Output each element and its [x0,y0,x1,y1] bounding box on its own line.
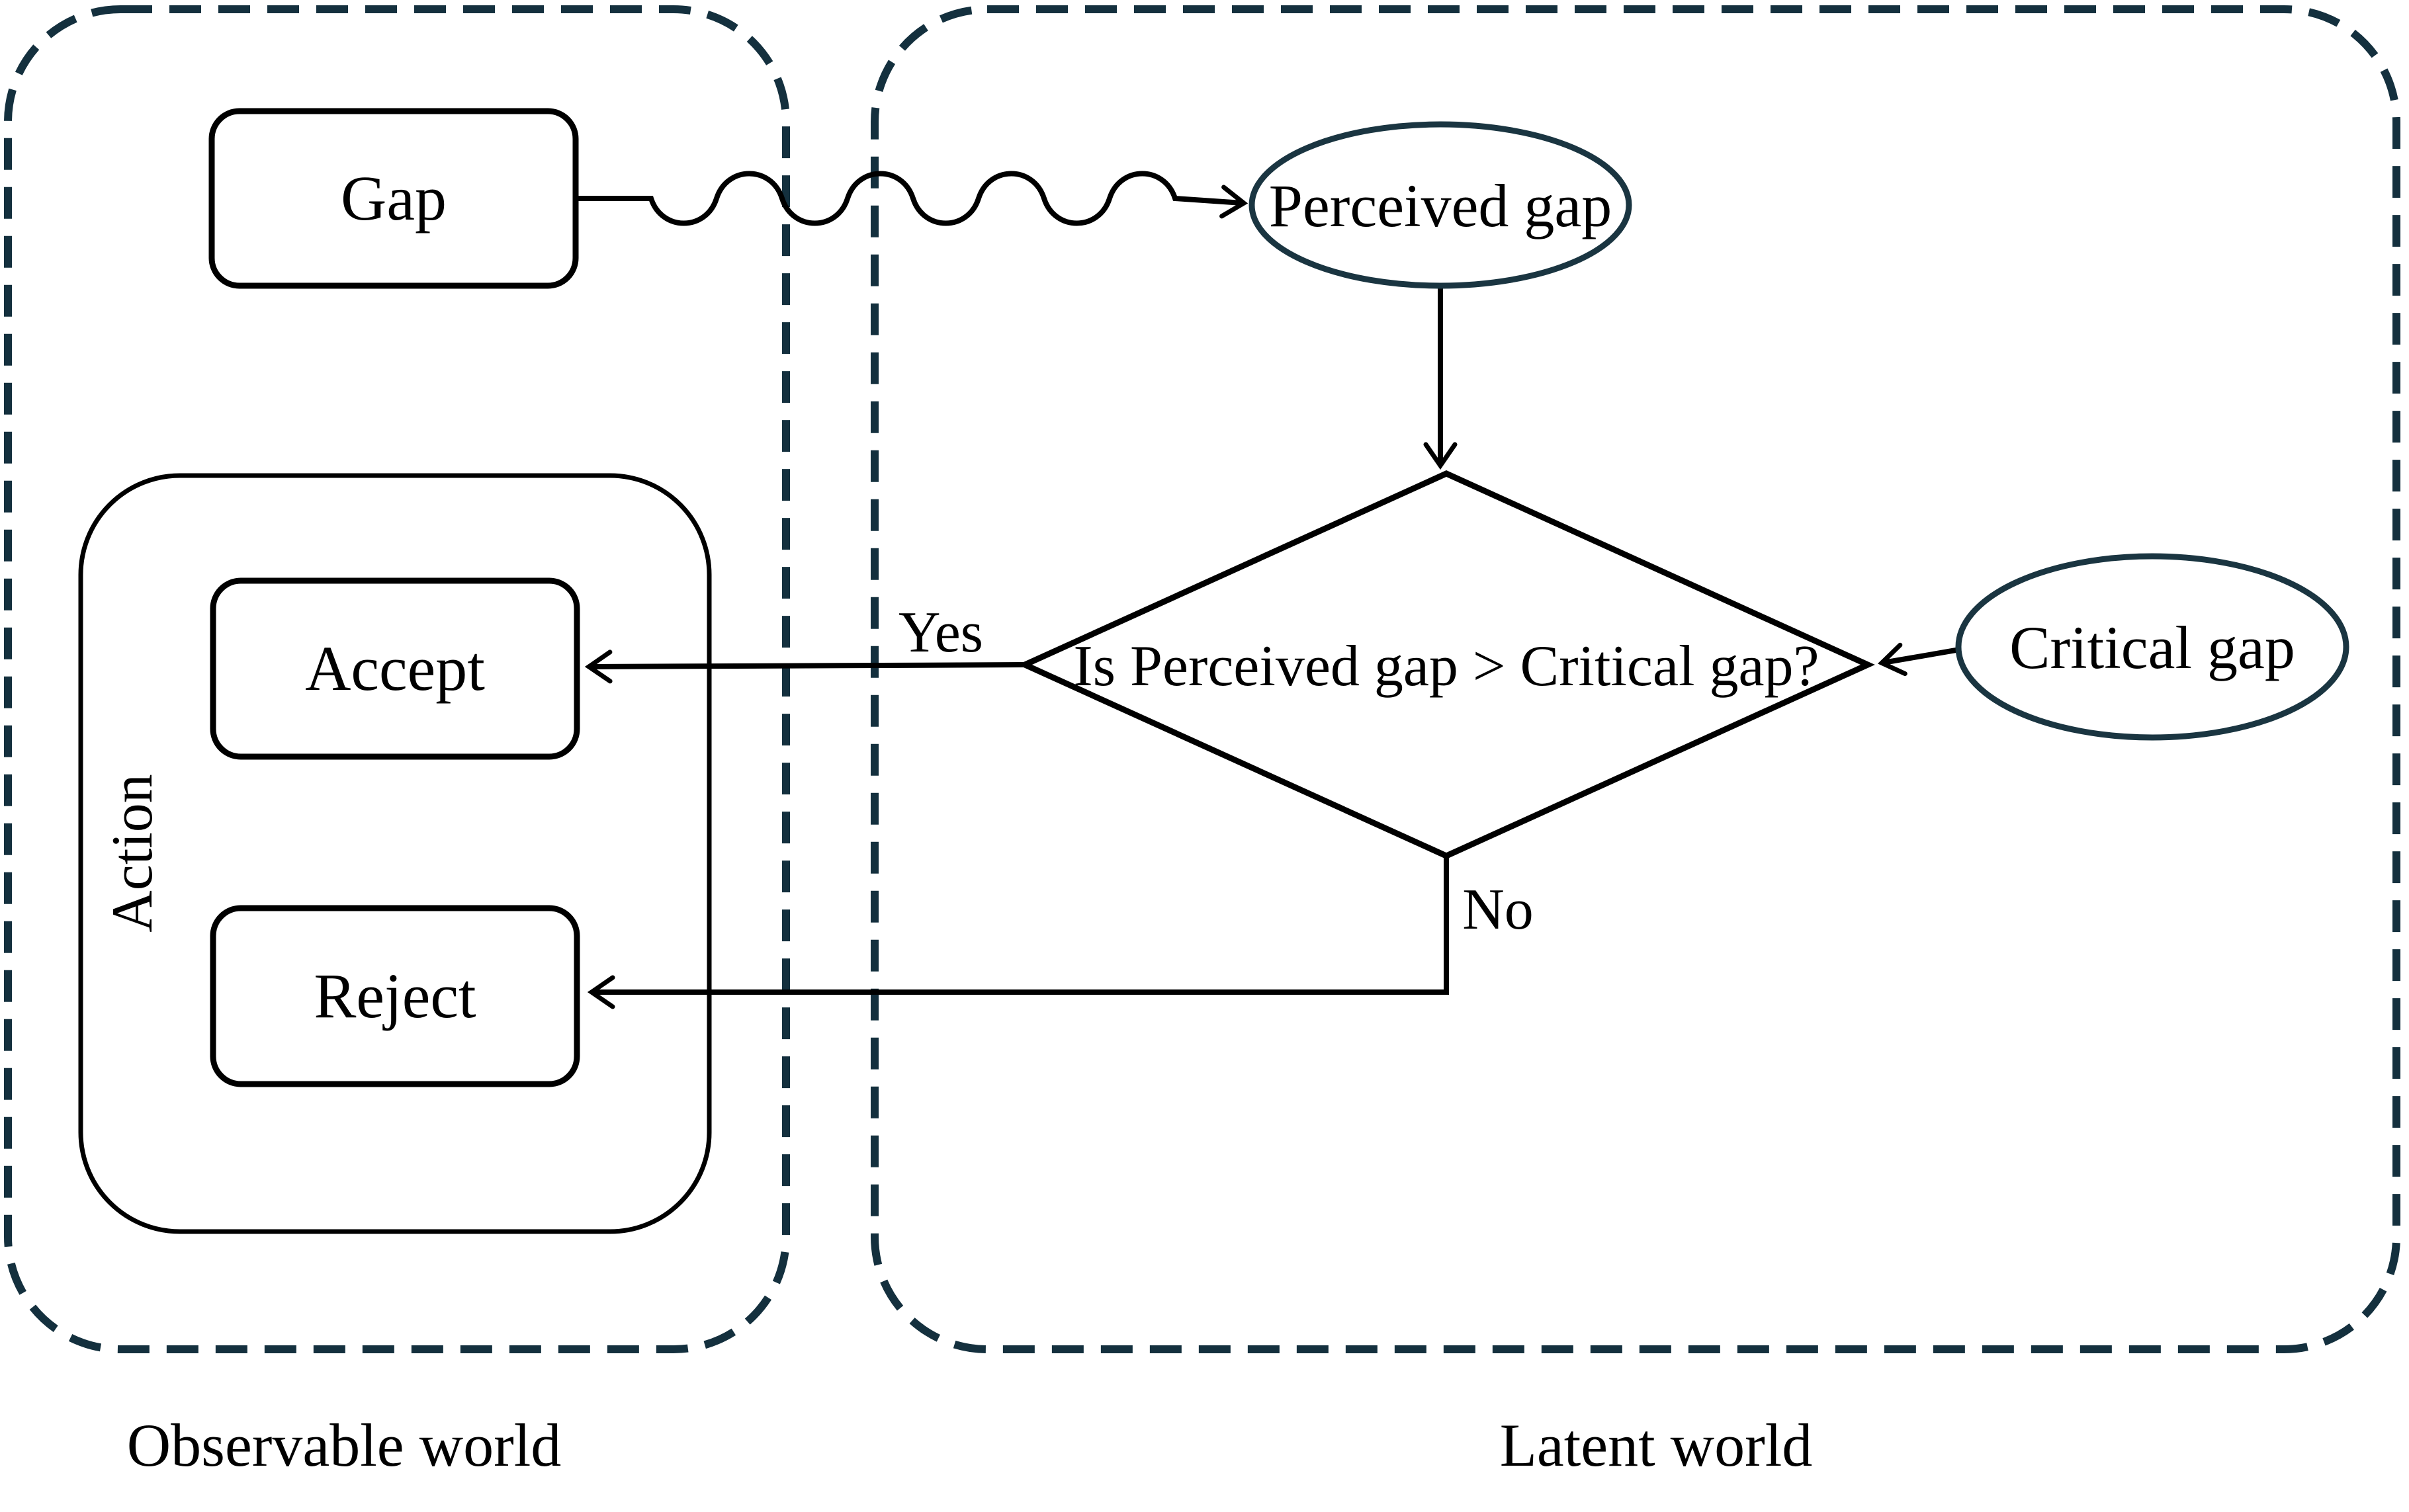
perceived-gap-node [1248,121,1632,289]
reject-node [210,905,580,1087]
critical-gap-node [1955,553,2349,741]
decision-diamond-label: Is Perceived gap > Critical gap? [1073,634,1819,698]
edge-decision-to-reject-arrow [587,856,1449,1009]
accept-node-label: Accept [305,633,485,704]
critical-gap-node-label: Critical gap [2009,614,2295,681]
no-edge-label: No [1462,878,1534,942]
perceived-gap-node-label: Perceived gap [1269,172,1612,239]
action-group-label: Action [101,774,165,933]
gap-node [208,108,579,289]
edge-decision-to-accept-arrow [584,650,1026,684]
latent-world-caption: Latent world [1500,1411,1813,1479]
yes-edge-label: Yes [898,601,983,665]
gap-node-label: Gap [341,163,447,233]
latent-world-region [871,5,2400,1353]
observable-world-caption: Observable world [127,1411,562,1479]
edge-critical-to-decision-arrow [1877,642,1960,677]
accept-node [210,577,580,760]
decision-diamond [1018,470,1875,859]
observable-world-region [4,5,790,1353]
edge-gap-to-perceived-wavy-arrow [576,171,1248,226]
reject-node-label: Reject [314,960,476,1031]
